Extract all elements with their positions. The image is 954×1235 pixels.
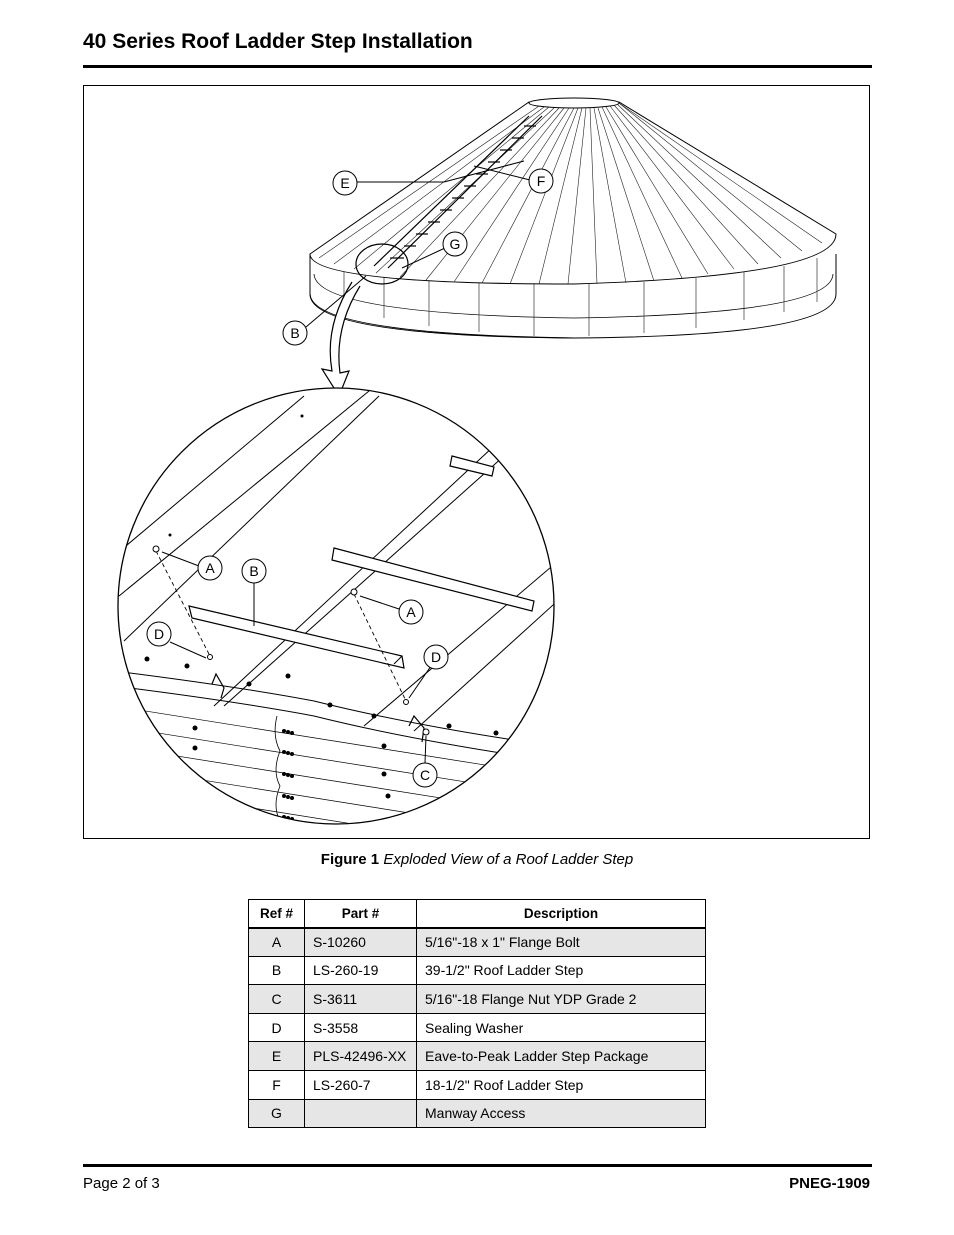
cell-ref: D [248, 1012, 305, 1043]
cell-part: S-3611 [304, 984, 417, 1014]
callout-a-right: A [406, 604, 416, 620]
callout-b-detail: B [249, 563, 258, 579]
figure-caption: Figure 1 Exploded View of a Roof Ladder … [0, 851, 954, 868]
cell-description: 18-1/2" Roof Ladder Step [416, 1069, 706, 1100]
callout-a-left: A [205, 560, 215, 576]
cell-description: Sealing Washer [416, 1012, 706, 1043]
cell-part: S-10260 [304, 927, 417, 957]
document-id: PNEG-1909 [789, 1175, 870, 1192]
header-part: Part # [304, 899, 417, 928]
header-description: Description [416, 899, 706, 928]
cell-description: Eave-to-Peak Ladder Step Package [416, 1041, 706, 1071]
grain-bin-drawing [309, 97, 837, 398]
caption-text: Exploded View of a Roof Ladder Step [383, 851, 634, 868]
callout-g: G [450, 236, 461, 252]
exploded-view-illustration: E F G B A B A [117, 97, 837, 825]
cell-part: LS-260-7 [304, 1069, 417, 1100]
cell-description: 39-1/2" Roof Ladder Step [416, 955, 706, 986]
footer-rule [83, 1164, 872, 1167]
table-header-row: Ref # Part # Description [248, 899, 706, 928]
page-number: Page 2 of 3 [83, 1175, 160, 1192]
cell-ref: C [248, 984, 305, 1014]
cell-ref: A [248, 927, 305, 957]
caption-label: Figure 1 [320, 851, 380, 868]
detail-view [117, 387, 555, 825]
table-row: B LS-260-19 39-1/2" Roof Ladder Step [248, 955, 706, 986]
page-title: 40 Series Roof Ladder Step Installation [83, 30, 473, 53]
header-rule [83, 65, 872, 68]
cell-part [304, 1098, 417, 1129]
cell-part: S-3558 [304, 1012, 417, 1043]
cell-part: PLS-42496-XX [304, 1041, 417, 1071]
figure-frame: E F G B A B A [83, 85, 870, 839]
table-row: A S-10260 5/16"-18 x 1" Flange Bolt [248, 927, 706, 957]
callout-b-bin: B [290, 325, 299, 341]
callout-f: F [537, 173, 546, 189]
cell-ref: E [248, 1041, 305, 1071]
cell-part: LS-260-19 [304, 955, 417, 986]
table-row: C S-3611 5/16"-18 Flange Nut YDP Grade 2 [248, 984, 706, 1014]
parts-table: Ref # Part # Description A S-10260 5/16"… [248, 899, 706, 1129]
table-row: G Manway Access [248, 1098, 706, 1129]
cell-ref: F [248, 1069, 305, 1100]
callout-labels: E F G B A B A [146, 160, 554, 788]
table-row: F LS-260-7 18-1/2" Roof Ladder Step [248, 1069, 706, 1100]
cell-description: 5/16"-18 Flange Nut YDP Grade 2 [416, 984, 706, 1014]
table-row: E PLS-42496-XX Eave-to-Peak Ladder Step … [248, 1041, 706, 1071]
callout-e: E [340, 175, 349, 191]
cell-description: 5/16"-18 x 1" Flange Bolt [416, 927, 706, 957]
callout-c: C [420, 767, 430, 783]
header-ref: Ref # [248, 899, 305, 928]
callout-d-left: D [154, 626, 164, 642]
cell-description: Manway Access [416, 1098, 706, 1129]
table-row: D S-3558 Sealing Washer [248, 1012, 706, 1043]
cell-ref: B [248, 955, 305, 986]
callout-d-right: D [431, 649, 441, 665]
cell-ref: G [248, 1098, 305, 1129]
